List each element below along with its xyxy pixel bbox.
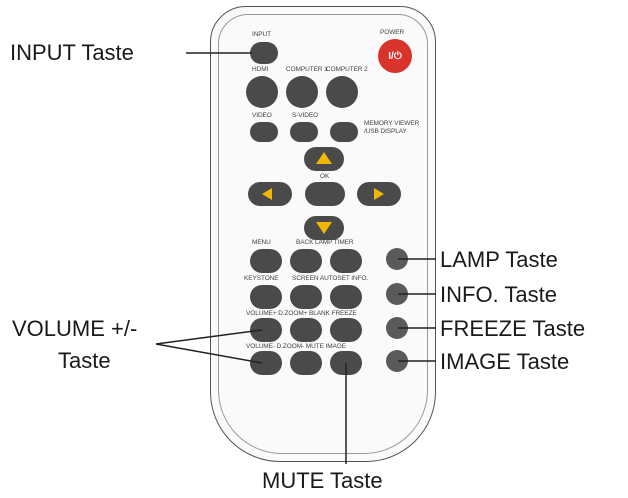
left-arrow-icon [262,188,272,200]
keystone-label: KEYSTONE [244,275,279,282]
back-lamp-timer-label: BACK LAMP TIMER [296,239,354,246]
power-button-label: POWER [380,29,405,36]
keystone-button[interactable] [250,285,282,309]
image-button[interactable] [386,350,408,372]
screen-autoset-info-label: SCREEN AUTOSET INFO. [292,275,369,282]
down-arrow-icon [316,222,332,234]
dzoom-plus-button[interactable] [290,318,322,342]
hdmi-label: HDMI [252,66,269,73]
volume-minus-leader-line [155,343,263,364]
blank-button[interactable] [330,318,362,342]
video-label: VIDEO [252,112,272,119]
volume-callout-line1: VOLUME +/- [12,316,138,341]
info-button[interactable] [386,283,408,305]
right-arrow-icon [374,188,384,200]
computer1-button[interactable] [286,76,318,108]
back-button[interactable] [290,249,322,273]
hdmi-button[interactable] [246,76,278,108]
menu-label: MENU [252,239,271,246]
screen-button[interactable] [290,285,322,309]
dzoom-minus-button[interactable] [290,351,322,375]
lamp-timer-button[interactable] [330,249,362,273]
computer1-label: COMPUTER 1 [286,66,328,73]
volume-plus-row-label: VOLUME+ D.ZOOM+ BLANK FREEZE [246,310,357,317]
up-arrow-icon [316,152,332,164]
usb-display-label: /USB DISPLAY [364,128,407,135]
image-callout: IMAGE Taste [440,349,570,374]
memory-viewer-label: MEMORY VIEWER [364,120,420,127]
freeze-button[interactable] [386,317,408,339]
power-icon: I/⏻ [388,50,402,62]
freeze-callout: FREEZE Taste [440,316,586,341]
volume-callout-line2: Taste [58,348,111,373]
lamp-callout: LAMP Taste [440,247,558,272]
input-callout: INPUT Taste [10,40,134,65]
input-button[interactable] [250,42,278,64]
lamp-button[interactable] [386,248,408,270]
svideo-label: S-VIDEO [292,112,319,119]
video-button[interactable] [250,122,278,142]
memory-viewer-button[interactable] [330,122,358,142]
volume-plus-button[interactable] [250,318,282,342]
autoset-button[interactable] [330,285,362,309]
volume-minus-button[interactable] [250,351,282,375]
input-button-label: INPUT [252,31,272,38]
ok-label: OK [320,173,330,180]
mute-callout: MUTE Taste [262,468,383,493]
computer2-label: COMPUTER 2 [326,66,368,73]
ok-button[interactable] [305,182,345,206]
computer2-button[interactable] [326,76,358,108]
volume-plus-leader-line [155,329,263,345]
menu-button[interactable] [250,249,282,273]
info-callout: INFO. Taste [440,282,557,307]
volume-minus-row-label: VOLUME- D.ZOOM- MUTE IMAGE [246,343,346,350]
power-button[interactable]: I/⏻ [378,39,412,73]
remote-inner-outline [218,14,428,454]
svideo-button[interactable] [290,122,318,142]
